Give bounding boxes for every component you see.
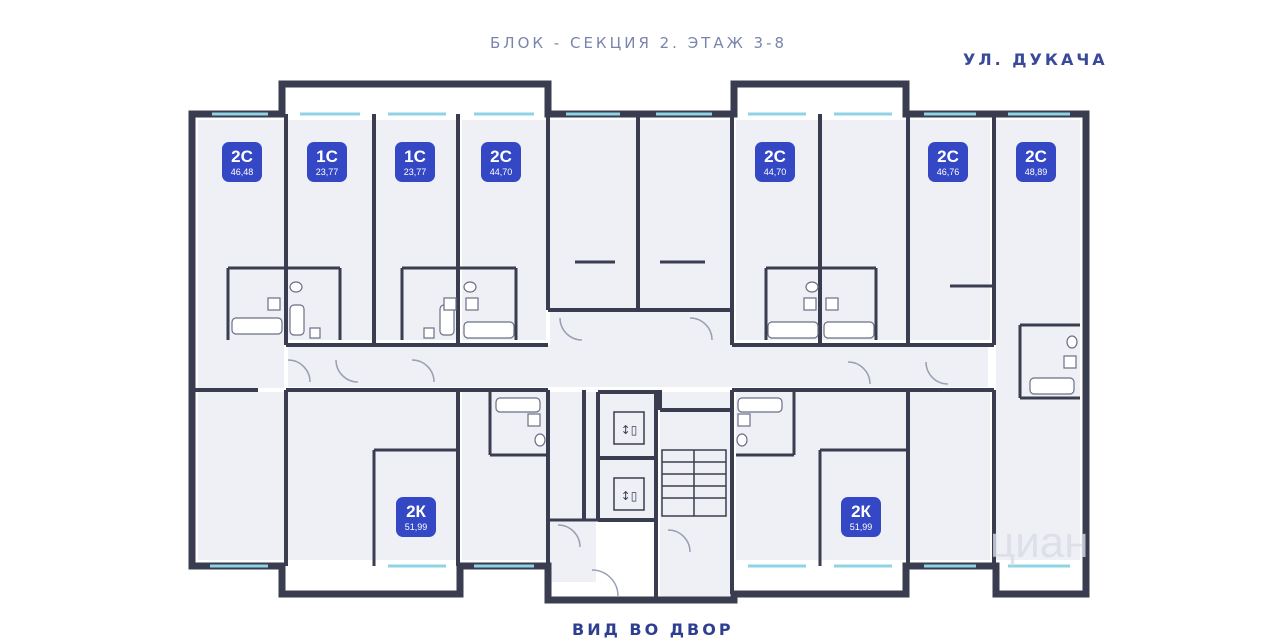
apartment-type: 2С (764, 147, 786, 166)
walls (188, 80, 1090, 604)
apartment-type: 2К (406, 502, 426, 521)
apartment-type: 2С (937, 147, 959, 166)
windows (210, 112, 1070, 568)
badge-background (222, 142, 262, 182)
badge-background (755, 142, 795, 182)
stair-icon (661, 449, 727, 517)
badge-background (1016, 142, 1056, 182)
badge-background (481, 142, 521, 182)
street-label: УЛ. ДУКАЧА (963, 50, 1108, 69)
apartment-area: 51,99 (405, 522, 428, 532)
badge-background (395, 142, 435, 182)
svg-text:↕▯: ↕▯ (621, 423, 638, 437)
badge-background (396, 497, 436, 537)
apartment-type: 2С (231, 147, 253, 166)
apartment-type: 1С (404, 147, 426, 166)
apartment-area: 48,89 (1025, 167, 1048, 177)
sink-icon (267, 297, 1077, 427)
apartment-area: 51,99 (850, 522, 873, 532)
apartment-type: 2С (490, 147, 512, 166)
apartment-area: 46,76 (937, 167, 960, 177)
toilet-icon (289, 281, 1078, 447)
apartment-type: 2С (1025, 147, 1047, 166)
apartment-type: 2К (851, 502, 871, 521)
apartment-area: 44,70 (764, 167, 787, 177)
apartment-area: 23,77 (316, 167, 339, 177)
badge-background (928, 142, 968, 182)
apartment-area: 46,48 (231, 167, 254, 177)
apartment-area: 23,77 (404, 167, 427, 177)
badge-background (307, 142, 347, 182)
apartment-area: 44,70 (490, 167, 513, 177)
elevator-icon: ↕▯ (613, 477, 645, 511)
elevator-icon: ↕▯ (613, 411, 645, 445)
apartment-type: 1С (316, 147, 338, 166)
svg-text:↕▯: ↕▯ (621, 489, 638, 503)
view-label: ВИД ВО ДВОР (572, 620, 734, 639)
watermark: циан (990, 518, 1089, 567)
plan-title: БЛОК - СЕКЦИЯ 2. ЭТАЖ 3-8 (490, 34, 788, 52)
badge-background (841, 497, 881, 537)
apartment-badges: 2С46,481С23,771С23,772С44,702С44,702С46,… (222, 142, 1056, 537)
bathtub-icon (231, 304, 1075, 413)
door-swings (287, 317, 949, 597)
